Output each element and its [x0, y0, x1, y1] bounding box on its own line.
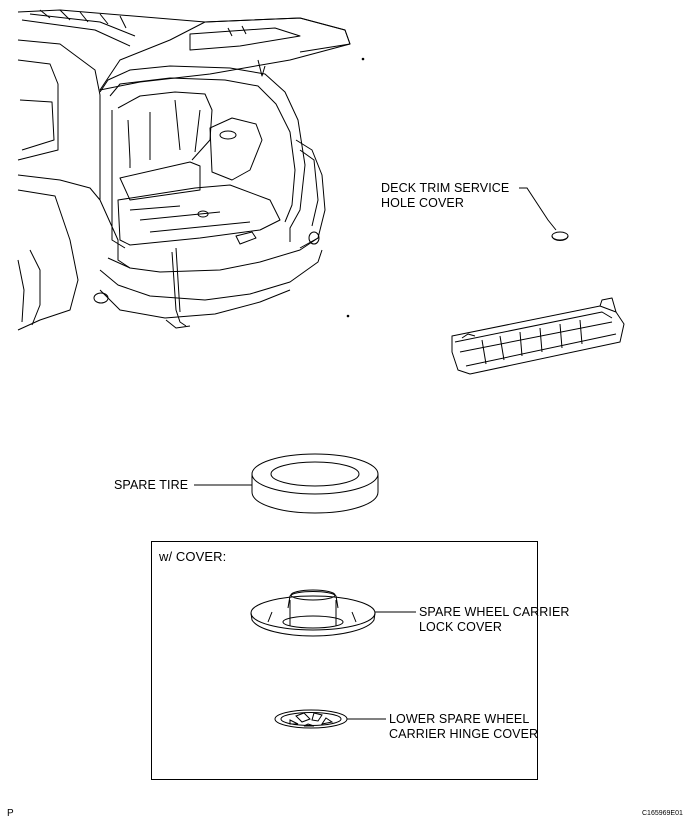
hinge-cover-label: LOWER SPARE WHEEL CARRIER HINGE COVER — [389, 712, 538, 742]
cover-section-title: w/ COVER: — [159, 549, 227, 564]
deck-trim-leader-line — [519, 187, 557, 231]
figure-code: C165969E01 — [642, 810, 683, 817]
hinge-cover-label-line-1: LOWER SPARE WHEEL — [389, 712, 530, 726]
deck-trim-label-line-2: HOLE COVER — [381, 196, 464, 210]
deck-trim-panel-part — [451, 297, 625, 375]
carrier-lock-cover-label: SPARE WHEEL CARRIER LOCK COVER — [419, 605, 570, 635]
stray-mark — [346, 314, 350, 318]
vehicle-rear-illustration — [17, 9, 351, 331]
hinge-cover-label-line-2: CARRIER HINGE COVER — [389, 727, 539, 741]
spare-tire-label: SPARE TIRE — [114, 478, 189, 492]
deck-trim-label: DECK TRIM SERVICE HOLE COVER — [381, 181, 509, 211]
cover-variant-box — [151, 541, 538, 780]
deck-trim-cover-part — [551, 231, 569, 241]
spare-tire-part — [251, 453, 379, 514]
deck-trim-label-line-1: DECK TRIM SERVICE — [381, 181, 510, 195]
carrier-lock-cover-label-line-1: SPARE WHEEL CARRIER — [419, 605, 570, 619]
carrier-lock-cover-part — [250, 589, 376, 637]
hinge-cover-part — [274, 709, 348, 729]
carrier-lock-cover-label-line-2: LOCK COVER — [419, 620, 502, 634]
corner-letter: P — [7, 808, 14, 819]
stray-mark — [361, 57, 365, 61]
